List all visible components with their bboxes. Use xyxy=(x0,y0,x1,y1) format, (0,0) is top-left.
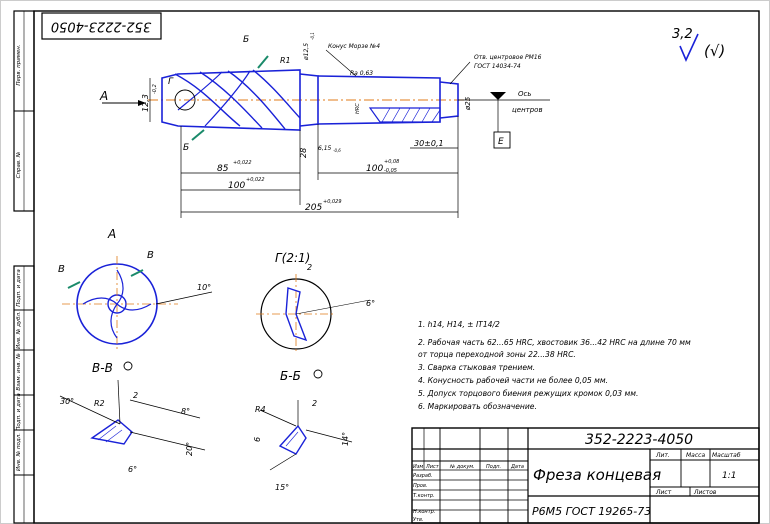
svg-text:6,15: 6,15 xyxy=(318,145,332,152)
svg-text:Инв. № подл.: Инв. № подл. xyxy=(16,433,22,471)
svg-text:В-В: В-В xyxy=(92,361,113,375)
technical-notes: 1. h14, H14, ± IT14/2 2. Рабочая часть 6… xyxy=(418,320,691,411)
stamp-number: 352-2223-4050 xyxy=(51,19,151,34)
svg-text:Справ. №: Справ. № xyxy=(16,151,22,178)
svg-text:Масштаб: Масштаб xyxy=(712,452,741,459)
svg-text:Инв. № дубл.: Инв. № дубл. xyxy=(16,311,22,349)
svg-text:Дата: Дата xyxy=(510,464,524,470)
svg-text:В: В xyxy=(58,264,65,275)
svg-text:Лист: Лист xyxy=(425,464,440,470)
svg-text:R2: R2 xyxy=(94,399,105,408)
svg-text:R1: R1 xyxy=(280,56,291,65)
svg-text:10°: 10° xyxy=(197,283,211,292)
svg-text:Б: Б xyxy=(183,143,189,153)
svg-text:В: В xyxy=(147,250,154,261)
svg-text:12,3: 12,3 xyxy=(141,94,150,112)
svg-text:8°: 8° xyxy=(181,407,190,416)
svg-text:Изм: Изм xyxy=(413,464,423,470)
svg-text:Подп.: Подп. xyxy=(486,464,501,470)
svg-text:14°: 14° xyxy=(341,432,350,446)
svg-text:Б-Б: Б-Б xyxy=(280,369,301,383)
svg-text:центров: центров xyxy=(512,106,543,114)
svg-text:6°: 6° xyxy=(128,465,137,474)
svg-text:Р6М5 ГОСТ 19265-73: Р6М5 ГОСТ 19265-73 xyxy=(532,505,651,518)
svg-text:3,2: 3,2 xyxy=(672,27,693,42)
svg-text:Г(2:1): Г(2:1) xyxy=(275,251,310,265)
svg-text:-0,6: -0,6 xyxy=(333,148,341,153)
svg-text:ø12,5: ø12,5 xyxy=(303,43,310,61)
svg-text:2: 2 xyxy=(312,399,317,408)
svg-text:352-2223-4050: 352-2223-4050 xyxy=(585,432,693,448)
svg-text:30±0,1: 30±0,1 xyxy=(414,139,444,148)
svg-text:+0,08: +0,08 xyxy=(384,159,399,165)
svg-text:A: A xyxy=(107,227,116,241)
svg-text:2. Рабочая часть 62...65 HRC,: 2. Рабочая часть 62...65 HRC, хвостовик … xyxy=(418,338,691,347)
svg-text:Подп. и дата: Подп. и дата xyxy=(16,393,22,431)
svg-text:+0,022: +0,022 xyxy=(233,160,252,166)
svg-text:100: 100 xyxy=(366,164,383,174)
svg-text:Лист: Лист xyxy=(655,489,672,496)
svg-text:Взам. инв. №: Взам. инв. № xyxy=(16,353,22,391)
svg-text:ГОСТ 14034-74: ГОСТ 14034-74 xyxy=(474,63,521,70)
svg-text:Лит.: Лит. xyxy=(655,452,670,459)
svg-text:Подп. и дата: Подп. и дата xyxy=(16,269,22,307)
svg-text:Е: Е xyxy=(498,137,504,147)
svg-text:1:1: 1:1 xyxy=(722,471,736,481)
svg-text:2: 2 xyxy=(307,263,312,272)
svg-text:ø25: ø25 xyxy=(464,96,472,111)
svg-text:Г: Г xyxy=(168,77,174,87)
svg-text:+0,022: +0,022 xyxy=(246,177,265,183)
svg-text:6. Маркировать обозначение.: 6. Маркировать обозначение. xyxy=(418,402,537,411)
svg-text:от торца переходной зоны 22...: от торца переходной зоны 22...38 HRC. xyxy=(418,350,576,359)
svg-text:15°: 15° xyxy=(275,483,289,492)
svg-text:Пров.: Пров. xyxy=(413,483,428,489)
section-bb: Б-Б R4 2 6 14° 15° xyxy=(253,369,353,492)
roughness-mark: 3,2 (√) xyxy=(672,27,725,62)
svg-text:2: 2 xyxy=(133,391,138,400)
svg-text:Перв. примен.: Перв. примен. xyxy=(16,44,22,86)
svg-text:85: 85 xyxy=(217,164,229,174)
view-a: A В В 10° xyxy=(58,227,213,352)
svg-text:R4: R4 xyxy=(255,405,266,414)
svg-text:100: 100 xyxy=(228,181,245,191)
svg-text:A: A xyxy=(99,89,108,103)
svg-text:6: 6 xyxy=(253,437,262,442)
svg-text:28: 28 xyxy=(299,148,308,158)
svg-text:30°: 30° xyxy=(60,397,74,406)
svg-text:Утв.: Утв. xyxy=(413,517,424,523)
svg-text:Разраб.: Разраб. xyxy=(413,473,433,479)
svg-text:6°: 6° xyxy=(366,299,375,308)
svg-text:1. h14, H14, ± IT14/2: 1. h14, H14, ± IT14/2 xyxy=(418,320,500,329)
svg-text:Б: Б xyxy=(243,35,249,45)
svg-text:-0,1: -0,1 xyxy=(310,32,315,40)
side-strip: Перв. примен. Справ. № Подп. и дата Инв.… xyxy=(13,10,35,524)
svg-text:-0,05: -0,05 xyxy=(384,168,397,174)
svg-text:205: 205 xyxy=(305,203,322,213)
svg-text:5. Допуск торцового биения реж: 5. Допуск торцового биения режущих кромо… xyxy=(418,389,638,398)
svg-text:Масса: Масса xyxy=(686,452,705,459)
svg-text:4. Конусность рабочей части не: 4. Конусность рабочей части не более 0,0… xyxy=(418,376,608,385)
svg-text:Фреза концевая: Фреза концевая xyxy=(533,466,661,484)
svg-text:HRC: HRC xyxy=(355,103,361,114)
view-g: Г(2:1) 2 6° xyxy=(256,251,375,354)
svg-text:Ra 0,63: Ra 0,63 xyxy=(350,70,373,77)
svg-text:Отв. центровое РМ16: Отв. центровое РМ16 xyxy=(474,54,542,61)
main-view: A Б Б Г 12,3 -0,2 R1 ø12,5 -0,1 Конус Мо… xyxy=(99,32,550,218)
svg-text:Листов: Листов xyxy=(693,489,717,496)
svg-text:(√): (√) xyxy=(704,42,725,60)
svg-text:20°: 20° xyxy=(185,442,194,456)
svg-text:№ докум.: № докум. xyxy=(449,464,475,470)
title-block: 352-2223-4050 Фреза концевая Р6М5 ГОСТ 1… xyxy=(411,427,760,524)
svg-text:Конус Морзе №4: Конус Морзе №4 xyxy=(328,43,380,50)
svg-text:3. Сварка стыковая трением.: 3. Сварка стыковая трением. xyxy=(418,363,535,372)
svg-text:Н.контр.: Н.контр. xyxy=(413,509,435,515)
svg-text:+0,029: +0,029 xyxy=(323,199,342,205)
svg-text:-0,2: -0,2 xyxy=(152,84,158,94)
svg-text:Т.контр.: Т.контр. xyxy=(413,493,435,499)
section-vv: В-В 30° R2 2 8° 20° 6° xyxy=(59,361,206,474)
svg-text:Ось: Ось xyxy=(518,90,531,98)
